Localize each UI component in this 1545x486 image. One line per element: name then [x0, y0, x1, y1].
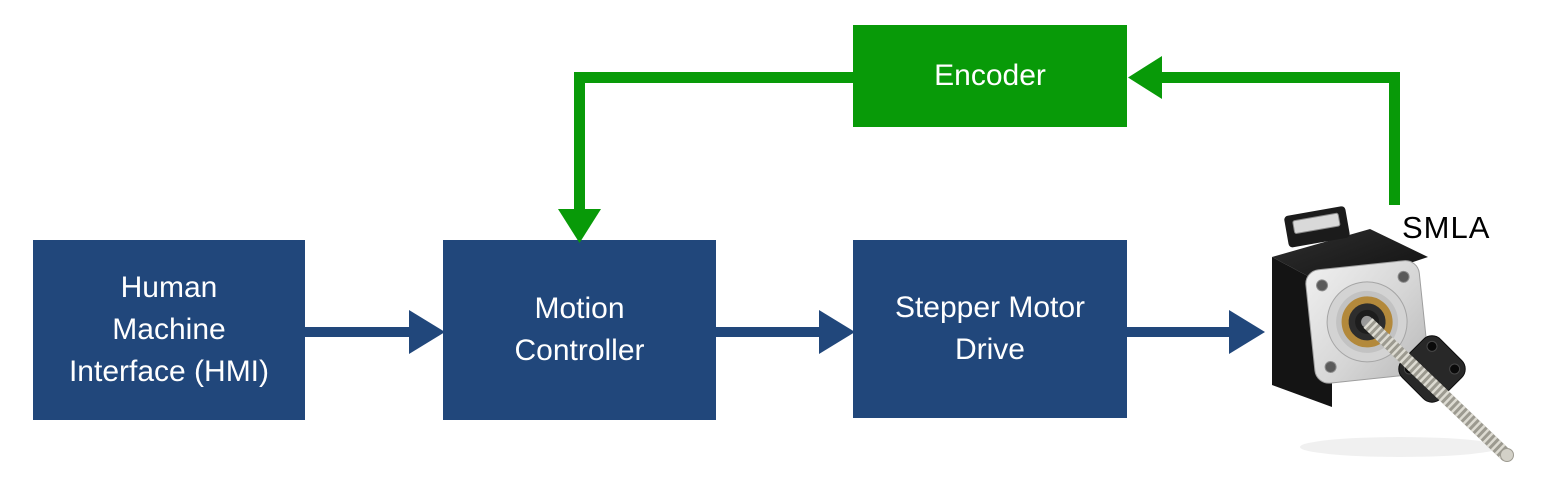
lead-screw-tip	[1500, 448, 1514, 462]
flange-nut	[1398, 335, 1466, 403]
motor-connector	[1284, 206, 1350, 248]
arrow-drive-to-smla	[1127, 310, 1265, 354]
block-hmi-label-line: Interface (HMI)	[68, 355, 270, 388]
block-drive-label-line: Drive	[954, 333, 1025, 366]
smla-photo	[1260, 195, 1522, 463]
block-hmi-label-line: Human	[120, 271, 218, 304]
faceplate-screw	[1316, 279, 1329, 292]
arrow-smla-to-encoder	[1128, 56, 1400, 205]
block-drive-label-line: Stepper Motor	[894, 291, 1086, 324]
block-motion-label-line: Controller	[514, 334, 645, 367]
block-encoder-label-line: Encoder	[934, 59, 1046, 92]
smla-label: SMLA	[1402, 210, 1491, 245]
arrow-motion-to-drive	[716, 310, 855, 354]
arrow-hmi-to-motion	[305, 310, 445, 354]
arrow-encoder-to-motion	[558, 72, 853, 243]
block-stepper-motor-drive: Stepper Motor Drive	[853, 240, 1127, 418]
lead-screw	[1363, 318, 1514, 462]
block-hmi-label-line: Machine	[112, 313, 226, 346]
block-hmi: Human Machine Interface (HMI)	[33, 240, 305, 420]
block-encoder: Encoder	[853, 25, 1127, 127]
block-motion-controller: Motion Controller	[443, 240, 716, 420]
stepper-motor-linear-actuator-illustration	[1272, 206, 1514, 462]
faceplate-screw	[1397, 270, 1410, 283]
block-motion-label-line: Motion	[534, 292, 625, 325]
flange-hole	[1449, 363, 1461, 375]
photo-shadow	[1300, 437, 1500, 457]
flange-hole	[1426, 340, 1438, 352]
faceplate-screw	[1324, 360, 1337, 373]
